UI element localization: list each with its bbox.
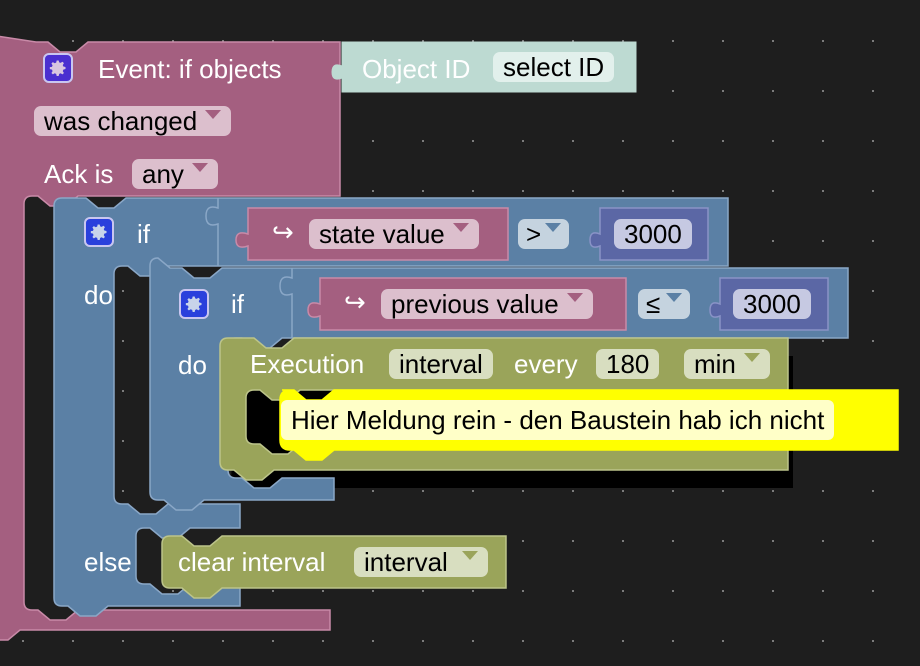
outer-threshold-value: 3000: [624, 219, 682, 249]
inner-operator-value: ≤: [646, 289, 661, 319]
clear-interval-value: interval: [364, 547, 448, 577]
ack-dropdown[interactable]: any: [132, 159, 218, 189]
outer-if-block-shape[interactable]: [53, 197, 729, 617]
dropdown-arrow-icon: [666, 293, 683, 302]
dropdown-arrow-icon: [452, 223, 469, 232]
comment-text-field[interactable]: Hier Meldung rein - den Baustein hab ich…: [281, 400, 835, 440]
inner-threshold-value: 3000: [743, 289, 801, 319]
interval-amount-value: 180: [606, 349, 650, 379]
interval-amount-input[interactable]: 180: [596, 349, 660, 379]
outer-if-settings-gear-icon[interactable]: [84, 217, 114, 247]
previous-value-arrow-icon: ↪: [344, 287, 366, 317]
dropdown-arrow-icon: [191, 163, 208, 172]
clear-interval-label: clear interval: [178, 547, 326, 577]
state-value-dropdown-value: state value: [319, 219, 445, 249]
dropdown-arrow-icon: [566, 293, 583, 302]
dropdown-arrow-icon: [461, 551, 478, 560]
dropdown-arrow-icon: [545, 223, 562, 232]
event-settings-gear-icon[interactable]: [43, 53, 73, 83]
event-block-shape[interactable]: [0, 32, 341, 641]
inner-operator-dropdown[interactable]: ≤: [638, 289, 691, 319]
dropdown-arrow-icon: [205, 110, 222, 119]
state-value-dropdown[interactable]: state value: [309, 219, 479, 249]
select-id-field[interactable]: select ID: [493, 52, 615, 82]
dropdown-arrow-icon: [743, 353, 760, 362]
ack-label: Ack is: [44, 159, 114, 189]
inner-if-settings-gear-icon[interactable]: [179, 289, 209, 319]
inner-threshold-input[interactable]: 3000: [733, 289, 811, 319]
trigger-dropdown-value: was changed: [44, 106, 198, 136]
interval-name-input[interactable]: interval: [389, 349, 493, 379]
event-title: Event: if objects: [98, 54, 282, 84]
outer-operator-dropdown[interactable]: >: [518, 219, 570, 249]
execution-label: Execution: [250, 349, 365, 379]
inner-do-label: do: [178, 350, 207, 380]
state-value-arrow-icon: ↪: [272, 217, 294, 247]
object-id-label: Object ID: [362, 54, 471, 84]
ack-dropdown-value: any: [142, 159, 184, 189]
clear-interval-dropdown[interactable]: interval: [354, 547, 488, 577]
previous-value-dropdown-value: previous value: [391, 289, 559, 319]
trigger-dropdown[interactable]: was changed: [34, 106, 232, 136]
outer-operator-value: >: [526, 219, 542, 249]
previous-value-dropdown[interactable]: previous value: [381, 289, 593, 319]
interval-unit-dropdown[interactable]: min: [684, 349, 770, 379]
interval-name-value: interval: [399, 349, 483, 379]
outer-if-label: if: [137, 219, 150, 249]
inner-if-label: if: [231, 289, 244, 319]
outer-threshold-input[interactable]: 3000: [614, 219, 692, 249]
interval-unit-value: min: [694, 349, 736, 379]
outer-else-label: else: [84, 547, 132, 577]
every-label: every: [514, 349, 578, 379]
select-id-value: select ID: [503, 52, 605, 82]
outer-do-label: do: [84, 280, 113, 310]
comment-text: Hier Meldung rein - den Baustein hab ich…: [291, 405, 825, 435]
